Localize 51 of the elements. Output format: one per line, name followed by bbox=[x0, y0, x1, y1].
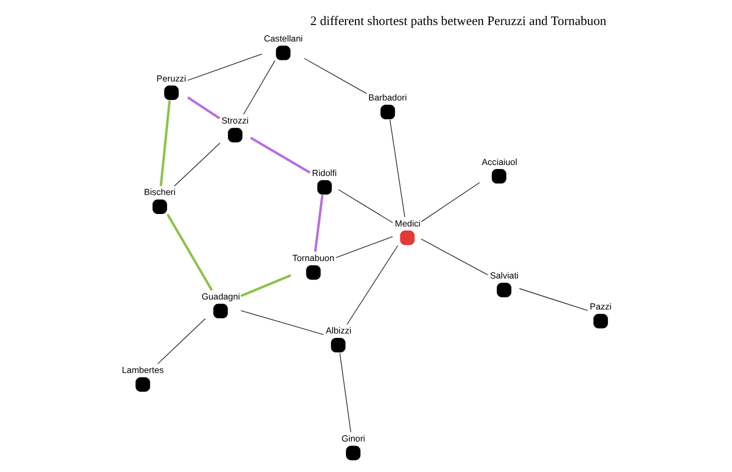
node-label: Medici bbox=[394, 218, 420, 228]
connector bbox=[242, 60, 275, 115]
node-circle bbox=[380, 104, 395, 120]
node-label: Ginori bbox=[341, 433, 365, 444]
connector bbox=[389, 119, 405, 218]
node-circle bbox=[496, 282, 511, 298]
node-circle bbox=[275, 46, 290, 60]
node-circle bbox=[316, 180, 332, 195]
node-circle bbox=[400, 230, 414, 246]
connector bbox=[240, 274, 291, 298]
node-circle bbox=[212, 304, 228, 318]
node-circle bbox=[164, 85, 178, 100]
connector bbox=[166, 214, 212, 291]
connector bbox=[346, 245, 398, 325]
diagram-title: 2 different shortest paths between Peruzzi and Tornabuon bbox=[310, 14, 606, 28]
node-circle bbox=[330, 338, 345, 352]
node-circle bbox=[345, 446, 360, 460]
node-circle bbox=[592, 314, 608, 328]
node-label: Pazzi bbox=[589, 302, 611, 312]
node-label: Acciaiuol bbox=[481, 156, 517, 167]
connector bbox=[156, 318, 206, 364]
connector bbox=[314, 195, 324, 252]
node-label: Guadagni bbox=[201, 292, 240, 302]
connector bbox=[173, 142, 220, 186]
connector bbox=[186, 54, 262, 81]
connector bbox=[420, 238, 488, 276]
node-label: Bischeri bbox=[144, 187, 176, 198]
connector bbox=[338, 352, 351, 433]
node-circle bbox=[491, 169, 506, 184]
connector bbox=[335, 236, 393, 258]
node-label: Peruzzi bbox=[156, 73, 186, 84]
connector bbox=[250, 136, 310, 174]
connector bbox=[159, 100, 170, 186]
node-circle bbox=[135, 377, 150, 392]
connector bbox=[338, 189, 393, 224]
node-circle bbox=[227, 128, 242, 142]
connector bbox=[240, 310, 324, 335]
node-label: Ridolfi bbox=[312, 168, 336, 178]
node-label: Tornabuon bbox=[292, 253, 334, 264]
node-circle bbox=[306, 265, 320, 280]
node-circle bbox=[152, 199, 167, 214]
node-label: Strozzi bbox=[220, 116, 248, 126]
node-label: Castellani bbox=[263, 33, 302, 44]
node-label: Salviati bbox=[489, 270, 518, 280]
connector bbox=[420, 182, 480, 222]
node-label: Lambertes bbox=[121, 365, 164, 376]
connector bbox=[186, 96, 220, 120]
node-label: Albizzi bbox=[325, 326, 351, 336]
connector bbox=[303, 58, 367, 94]
connector bbox=[518, 288, 588, 311]
node-label: Barbadori bbox=[368, 92, 406, 103]
